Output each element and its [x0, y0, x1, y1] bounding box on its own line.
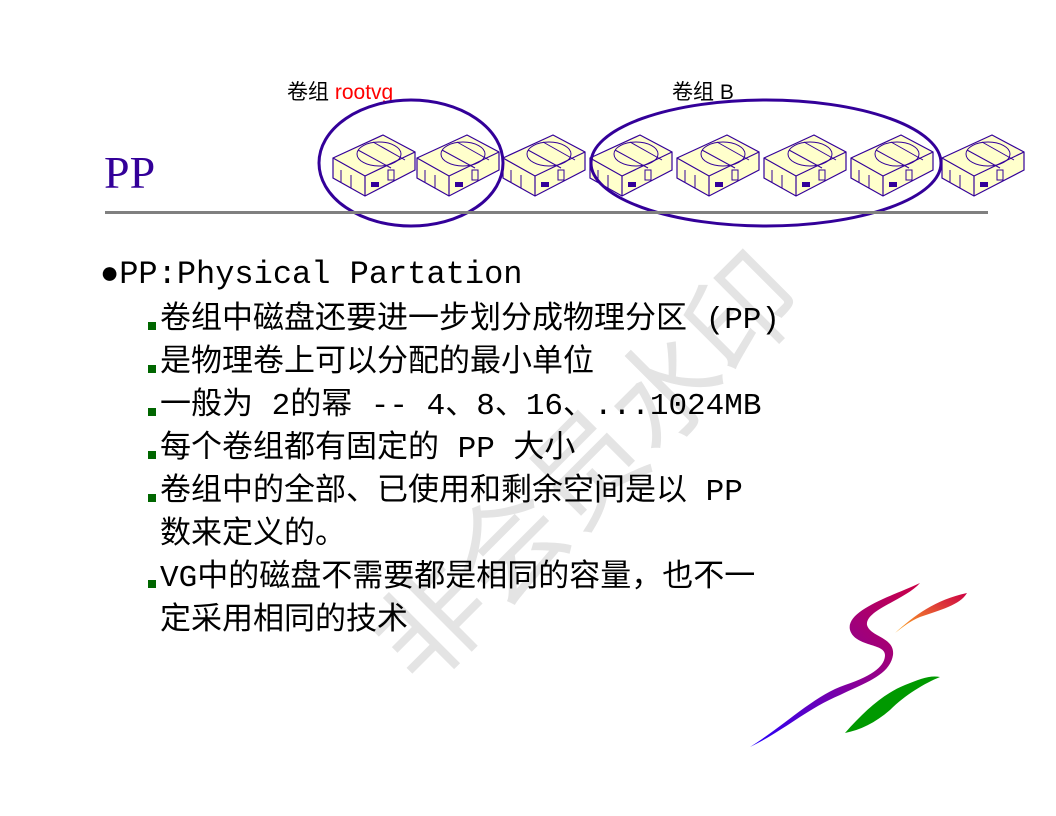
sub-bullet-text: 卷组中磁盘还要进一步划分成物理分区 (PP)	[160, 303, 781, 338]
rootvg-ellipse	[317, 98, 505, 228]
bullet-square-icon	[148, 408, 156, 416]
vg-b-ellipse	[589, 98, 943, 228]
bullet-square-icon	[148, 580, 156, 588]
title-divider	[105, 211, 988, 214]
disk-icon	[416, 134, 500, 197]
main-bullet: ●PP:Physical Partation	[100, 256, 523, 293]
bullet-square-icon	[148, 494, 156, 502]
bullet-square-icon	[148, 322, 156, 330]
disk-icon	[763, 134, 847, 197]
vg-name: rootvg	[334, 81, 394, 104]
volume-group-rootvg-label: 卷组 rootvg	[287, 76, 393, 106]
sub-bullet-continuation: 定采用相同的技术	[160, 604, 408, 639]
vg-prefix: 卷组	[672, 81, 714, 104]
disk-icon	[941, 134, 1025, 197]
disk-icon	[589, 134, 673, 197]
volume-group-b-label: 卷组 B	[672, 76, 734, 106]
vg-prefix: 卷组	[287, 81, 329, 104]
sub-bullet-item: 卷组中的全部、已使用和剩余空间是以 PP	[148, 471, 743, 514]
vg-name: B	[719, 81, 734, 104]
sub-bullet-item: 每个卷组都有固定的 PP 大小	[148, 428, 575, 471]
page-title: PP	[104, 147, 156, 198]
bullet-square-icon	[148, 365, 156, 373]
sub-bullet-continuation: 数来定义的。	[160, 518, 346, 553]
disk-icon	[332, 134, 416, 197]
sub-bullet-item: 是物理卷上可以分配的最小单位	[148, 342, 594, 385]
sub-bullet-item: 卷组中磁盘还要进一步划分成物理分区 (PP)	[148, 299, 780, 342]
disk-icon	[676, 134, 760, 197]
disk-diagram	[317, 98, 1025, 228]
sub-bullet-item: VG中的磁盘不需要都是相同的容量，也不一	[148, 557, 755, 600]
sub-bullet-text: 一般为 2的幂 -- 4、8、16、...1024MB	[160, 389, 762, 424]
logo-icon	[750, 583, 967, 747]
sub-bullet-text: 每个卷组都有固定的 PP 大小	[160, 432, 576, 467]
sub-bullet-text: 是物理卷上可以分配的最小单位	[160, 346, 594, 381]
sub-bullet-text: VG中的磁盘不需要都是相同的容量，也不一	[160, 561, 756, 596]
sub-bullet-item: 一般为 2的幂 -- 4、8、16、...1024MB	[148, 385, 761, 428]
sub-bullet-text: 卷组中的全部、已使用和剩余空间是以 PP	[160, 475, 743, 510]
disk-icon	[502, 134, 586, 197]
disk-icon	[850, 134, 934, 197]
bullet-square-icon	[148, 451, 156, 459]
